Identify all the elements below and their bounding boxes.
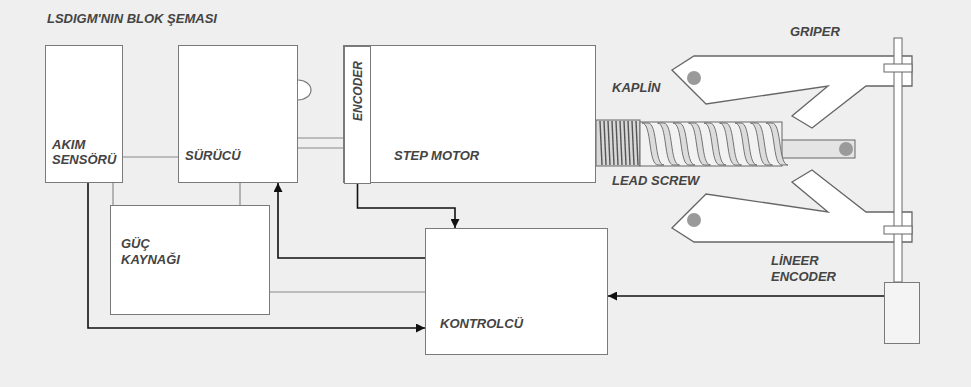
thread-stroke bbox=[704, 123, 726, 165]
step-motor-box: ENCODER STEP MOTOR bbox=[343, 45, 596, 183]
coil-stroke bbox=[620, 121, 622, 165]
coil-stroke bbox=[632, 121, 634, 165]
thread-stroke bbox=[689, 123, 711, 165]
thread-stroke bbox=[658, 123, 680, 165]
connector-path bbox=[358, 184, 456, 228]
node-label: SÜRÜCÜ bbox=[185, 148, 291, 164]
connector-path bbox=[123, 156, 178, 157]
wire-connector bbox=[270, 292, 425, 293]
thread-stroke bbox=[751, 123, 773, 165]
lead-screw bbox=[640, 122, 782, 166]
signal-arrow bbox=[358, 184, 456, 228]
wire-connector bbox=[298, 138, 344, 148]
signal-arrow bbox=[278, 183, 425, 258]
coil-stroke bbox=[616, 121, 618, 165]
coil-stroke bbox=[604, 121, 606, 165]
coil-stroke bbox=[624, 121, 626, 165]
controller-box: KONTROLCÜ bbox=[425, 228, 608, 355]
thread-stroke bbox=[642, 123, 664, 165]
coil-stroke bbox=[600, 121, 602, 165]
pivot-dot bbox=[839, 142, 853, 156]
pivot-dot bbox=[687, 71, 701, 85]
gripper-upper-jaw bbox=[672, 56, 912, 128]
node-label: LİNEER ENCODER bbox=[771, 253, 863, 284]
connector-path bbox=[298, 137, 344, 138]
signal-arrow bbox=[608, 296, 884, 297]
connector-path bbox=[298, 147, 344, 148]
driver-connector bbox=[298, 80, 311, 100]
connector-path bbox=[608, 295, 884, 297]
coil-stroke bbox=[608, 121, 610, 165]
diagram-title: LSDIGM'NIN BLOK ŞEMASI bbox=[47, 11, 217, 27]
connector-path bbox=[88, 183, 425, 328]
node-label: GÜÇ KAYNAĞI bbox=[121, 236, 201, 267]
power-supply-box: GÜÇ KAYNAĞI bbox=[110, 205, 270, 315]
coil-stroke bbox=[628, 121, 630, 165]
node-label: KONTROLCÜ bbox=[440, 316, 601, 332]
connector-path bbox=[270, 291, 425, 292]
rod-clamp bbox=[884, 64, 912, 72]
encoder-rod bbox=[894, 38, 902, 282]
driver-box: SÜRÜCÜ bbox=[178, 45, 298, 183]
pivot-dot bbox=[687, 213, 701, 227]
linear-encoder-box: LİNEER ENCODER bbox=[884, 282, 920, 344]
connector-path bbox=[278, 183, 425, 258]
coupling-coils bbox=[600, 121, 638, 165]
gripper-lower-jaw bbox=[672, 170, 912, 242]
wire-connector bbox=[123, 157, 178, 158]
connector-path bbox=[239, 183, 240, 205]
coupling bbox=[596, 120, 640, 166]
thread-stroke bbox=[735, 123, 757, 165]
lead-screw-label: LEAD SCREW bbox=[612, 173, 699, 189]
current-sensor-box: AKIM SENSÖRÜ bbox=[45, 45, 123, 183]
signal-arrow bbox=[88, 183, 425, 328]
wire-connector bbox=[113, 183, 114, 205]
node-label: AKIM SENSÖRÜ bbox=[52, 137, 118, 168]
coil-stroke bbox=[636, 121, 638, 165]
gripper-label: GRIPER bbox=[790, 24, 840, 40]
thread-stroke bbox=[720, 123, 742, 165]
wire-connector bbox=[240, 183, 241, 205]
rod-clamp bbox=[884, 226, 912, 234]
coil-stroke bbox=[612, 121, 614, 165]
node-label: STEP MOTOR bbox=[394, 148, 589, 164]
encoder-box: ENCODER bbox=[344, 46, 371, 184]
connector-path bbox=[112, 183, 113, 205]
coupling-label: KAPLİN bbox=[612, 80, 660, 96]
screw-threads bbox=[642, 123, 788, 165]
thread-stroke bbox=[766, 123, 788, 165]
node-label: ENCODER bbox=[350, 61, 364, 121]
thread-stroke bbox=[673, 123, 695, 165]
